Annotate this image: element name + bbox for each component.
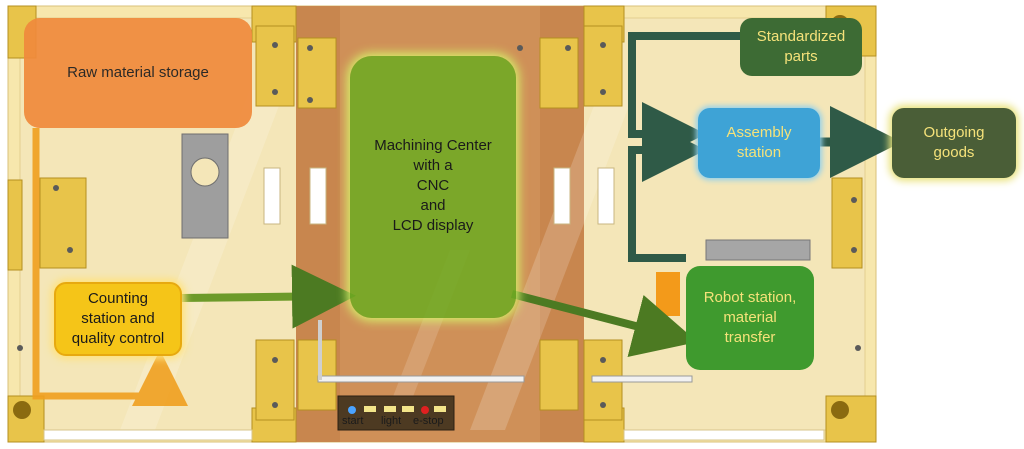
mounting-plate (7, 25, 863, 421)
node-counting-station: Counting station and quality control (54, 282, 182, 356)
node-robot-station: Robot station, material transfer (686, 266, 814, 370)
control-panel (337, 395, 455, 431)
arrow-machining-to-robot (510, 290, 698, 357)
node-assembly-station: Assembly station (698, 108, 820, 178)
node-label: Outgoing goods (923, 124, 985, 161)
robot-rail (705, 239, 811, 261)
node-label: Robot station, material transfer (703, 289, 797, 346)
node-outgoing-goods: Outgoing goods (892, 108, 1016, 178)
arrow-raw-to-counting (32, 128, 188, 406)
panel-label-light: light (381, 415, 402, 427)
node-raw-material-storage: Raw material storage (24, 18, 252, 128)
arrow-counting-to-machining (181, 264, 356, 329)
node-label: Standardized parts (756, 28, 846, 65)
panel-label-estop: e-stop (413, 415, 444, 427)
node-label: Counting station and quality control (71, 290, 165, 347)
node-machining-center: Machining Center with a CNC and LCD disp… (350, 56, 516, 318)
node-standardized-parts: Standardized parts (740, 18, 862, 76)
panel-label-start: start (342, 415, 364, 427)
node-label: Raw material storage (67, 64, 209, 81)
node-label: Machining Center with a CNC and LCD disp… (374, 137, 492, 234)
arrow-robot-to-assembly (628, 118, 706, 262)
node-label: Assembly station (726, 124, 792, 161)
slot (263, 167, 615, 225)
orange-block (656, 272, 680, 316)
